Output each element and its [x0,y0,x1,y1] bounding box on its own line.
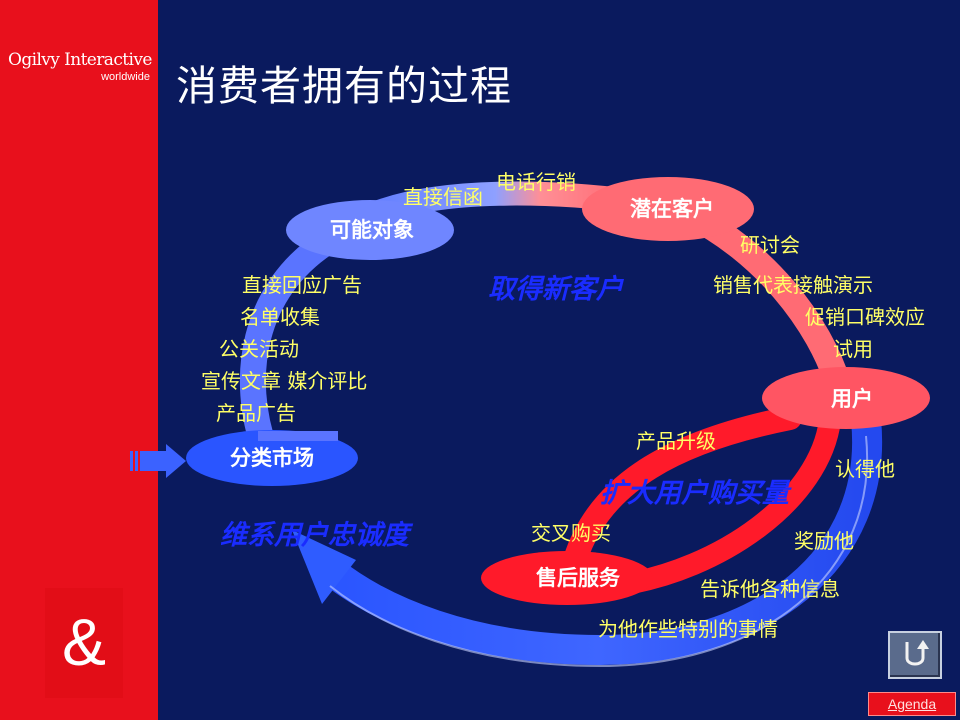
node-user [762,367,930,429]
label-promo-wom: 促销口碑效应 [805,305,925,329]
node-potential [582,177,754,241]
ampersand-box: & [45,588,123,698]
label-telemarketing: 电话行销 [496,170,576,194]
inner-loop-upper [563,406,802,572]
return-arrow-head [292,530,356,604]
label-direct-response-ad: 直接回应广告 [242,273,362,297]
brand-name: Ogilvy Interactive [8,50,152,70]
label-trial: 试用 [833,337,873,361]
page-title: 消费者拥有的过程 [176,62,512,110]
brand-subtitle: worldwide [101,71,150,83]
label-product-ad: 产品广告 [216,401,296,425]
label-direct-mail: 直接信函 [403,185,483,209]
node-market-notch [258,431,338,441]
label-inform: 告诉他各种信息 [700,577,840,601]
label-know-him: 认得他 [835,457,895,481]
striped-arrow-icon [130,444,186,478]
node-user-label: 用户 [831,387,873,411]
sidebar: Ogilvy Interactive worldwide & [0,0,158,720]
label-pr: 公关活动 [219,337,299,361]
brand-logo: Ogilvy Interactive worldwide [0,44,158,92]
label-publicity: 宣传文章 媒介评比 [201,369,368,393]
u-turn-icon [905,640,929,666]
return-arrow-edge [329,435,869,668]
label-reward: 奖励他 [794,529,854,553]
node-after-sales [481,551,653,605]
ampersand-mark: & [61,605,107,679]
label-upgrade: 产品升级 [636,429,716,453]
label-special: 为他作些特别的事情 [598,617,778,641]
label-seminar: 研讨会 [740,233,800,257]
inner-loop-outer [609,409,841,596]
label-list-collection: 名单收集 [240,305,320,329]
node-potential-label: 潜在客户 [630,197,714,221]
agenda-link[interactable]: Agenda [868,692,956,716]
phase-acquire: 取得新客户 [488,274,623,305]
node-prospect [286,200,454,260]
phase-loyalty: 维系用户忠诚度 [220,520,409,551]
node-after-sales-label: 售后服务 [536,566,620,590]
phase-expand: 扩大用户购买量 [600,478,789,509]
home-button[interactable] [888,631,942,679]
left-arc [239,227,343,463]
label-sales-demo: 销售代表接触演示 [713,273,873,297]
node-market-label: 分类市场 [230,446,314,470]
return-arrow-body [320,418,883,666]
label-cross-sell: 交叉购买 [531,521,611,545]
node-prospect-label: 可能对象 [330,218,414,242]
node-market [186,430,358,486]
